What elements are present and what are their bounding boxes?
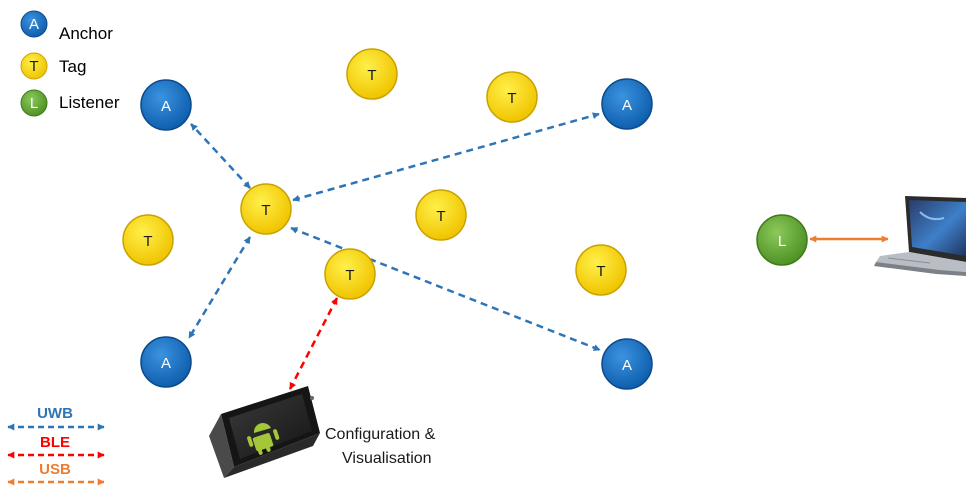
legend-anchor-letter: A: [29, 16, 39, 33]
tablet-caption-line2: Visualisation: [342, 450, 432, 467]
anchor-node-2: A: [601, 78, 653, 130]
link-key: UWB BLE USB: [7, 405, 105, 486]
key-ble-label: BLE: [40, 434, 70, 451]
legend-tag-letter: T: [29, 58, 38, 75]
anchor-3-letter: A: [161, 355, 171, 372]
legend-tag-label: Tag: [59, 57, 86, 76]
tag-node-2: T: [486, 71, 538, 123]
uwb-link-anchor-2: [292, 112, 600, 202]
tablet-caption-line1: Configuration &: [325, 426, 436, 443]
uwb-link-anchor-3: [187, 236, 252, 339]
tag-4-letter: T: [436, 208, 445, 225]
tag-center-letter: T: [261, 202, 270, 219]
tag-node-3: T: [122, 214, 174, 266]
tag-node-6: T: [575, 244, 627, 296]
tag-2-letter: T: [507, 90, 516, 107]
legend-anchor-label: Anchor: [59, 24, 113, 43]
anchor-node-3: A: [140, 336, 192, 388]
tag-node-5: T: [324, 248, 376, 300]
legend-listener-circle: [20, 89, 48, 117]
tag-3-letter: T: [143, 233, 152, 250]
anchor-node-4: A: [601, 338, 653, 390]
uwb-link-anchor-1: [190, 123, 251, 189]
tag-5-letter: T: [345, 267, 354, 284]
legend-tag: T Tag: [20, 52, 86, 80]
anchor-4-letter: A: [622, 357, 632, 374]
anchor-node-1: A: [140, 79, 192, 131]
legend-tag-circle: [20, 52, 48, 80]
tag-6-letter: T: [596, 263, 605, 280]
laptop-icon: [874, 196, 966, 276]
uwb-links: [187, 112, 601, 352]
tag-node-1: T: [346, 48, 398, 100]
legend-listener-label: Listener: [59, 93, 120, 112]
ble-link-tablet: [288, 297, 339, 390]
uwb-link-anchor-4: [290, 226, 601, 352]
listener-node: L: [756, 214, 808, 266]
legend-listener: L Listener: [20, 89, 120, 117]
tag-node-4: T: [415, 189, 467, 241]
anchor-2-letter: A: [622, 97, 632, 114]
android-robot-icon: [247, 423, 280, 455]
legend-listener-letter: L: [30, 95, 38, 112]
listener-letter: L: [778, 233, 786, 250]
tag-1-letter: T: [367, 67, 376, 84]
android-tablet-icon: [209, 386, 320, 478]
legend-anchor: A Anchor: [20, 10, 113, 43]
legend-anchor-circle: [20, 10, 48, 38]
key-usb-label: USB: [39, 461, 71, 478]
tag-node-center: T: [240, 183, 292, 235]
anchor-1-letter: A: [161, 98, 171, 115]
key-uwb-label: UWB: [37, 405, 73, 422]
legend: A Anchor T Tag L Listener: [20, 10, 120, 117]
